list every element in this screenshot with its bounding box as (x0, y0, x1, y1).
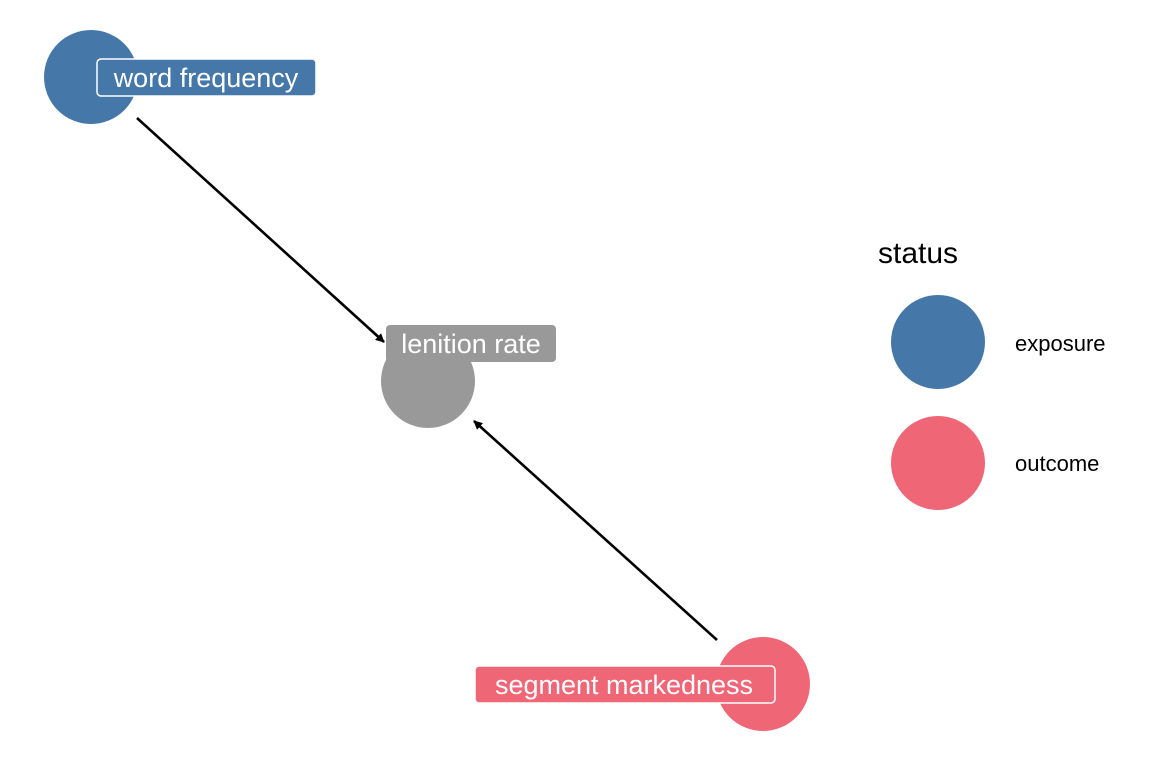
legend-item-outcome: outcome (891, 416, 1099, 510)
node-circle-word-frequency (44, 30, 138, 124)
node-label-word-frequency: word frequency (113, 63, 299, 93)
edge-segment-markedness-to-lenition-rate (473, 420, 718, 641)
node-label-box-lenition-rate (386, 325, 556, 362)
node-segment-markedness: segment markedness (474, 637, 810, 731)
legend: status exposure outcome (878, 237, 1106, 510)
legend-swatch-outcome (891, 416, 985, 510)
edge-word-frequency-to-lenition-rate (136, 117, 385, 343)
node-label-box-segment-markedness (474, 665, 776, 704)
node-word-frequency: word frequency (44, 30, 317, 124)
node-lenition-rate: lenition rate (381, 325, 556, 428)
legend-label-exposure: exposure (1015, 331, 1106, 356)
edges (136, 117, 718, 641)
node-label-box-word-frequency (96, 58, 317, 97)
legend-item-exposure: exposure (891, 295, 1106, 389)
legend-title: status (878, 237, 958, 270)
node-label-segment-markedness: segment markedness (495, 670, 753, 700)
node-label-lenition-rate: lenition rate (401, 329, 541, 359)
legend-label-outcome: outcome (1015, 451, 1099, 476)
legend-swatch-exposure (891, 295, 985, 389)
